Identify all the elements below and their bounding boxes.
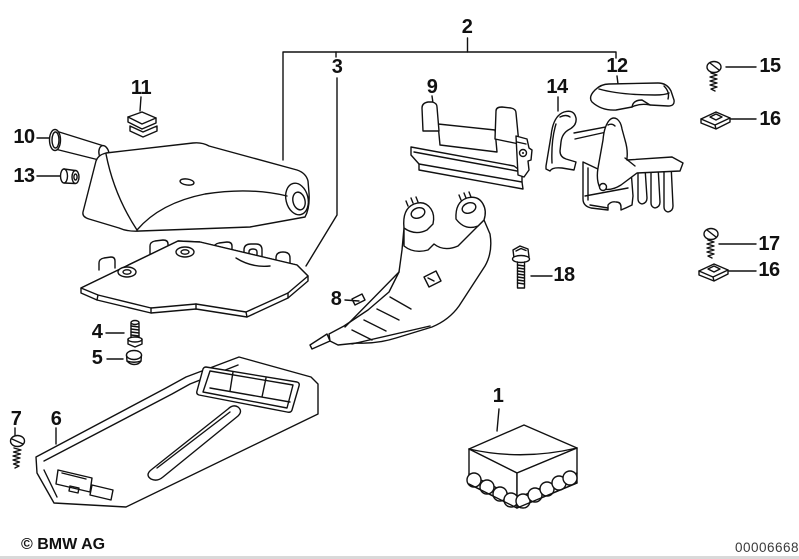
part-screw-4-drawing — [127, 319, 143, 348]
callout-2: 2 — [461, 16, 473, 38]
callout-5: 5 — [91, 347, 103, 369]
callout-11: 11 — [130, 77, 152, 99]
callout-6: 6 — [50, 408, 62, 430]
callout-9: 9 — [426, 76, 438, 98]
copyright-text: © BMW AG — [21, 536, 106, 553]
callout-14: 14 — [546, 76, 568, 98]
part-clip-nut-16a-drawing — [700, 111, 731, 130]
bottom-edge-strip — [0, 556, 799, 559]
part-base-plate-drawing — [80, 239, 309, 318]
callout-7: 7 — [10, 408, 22, 430]
callout-16a: 16 — [759, 108, 781, 130]
part-console-drawing — [35, 356, 319, 508]
part-screw-17-drawing — [703, 227, 719, 259]
diagram-number: 00006668 — [735, 540, 799, 555]
part-bushing-drawing — [59, 168, 80, 185]
callout-13: 13 — [13, 165, 35, 187]
part-bracket-8-drawing — [309, 191, 492, 350]
part-frame-assembly-drawing — [545, 110, 684, 213]
callout-10: 10 — [13, 126, 35, 148]
callout-15: 15 — [759, 55, 781, 77]
callout-17: 17 — [758, 233, 780, 255]
part-clip-11-drawing — [127, 111, 158, 138]
part-screw-15-drawing — [706, 60, 722, 92]
callout-12: 12 — [606, 55, 628, 77]
callout-1: 1 — [492, 385, 504, 407]
part-cover-drawing — [589, 82, 675, 111]
callout-18: 18 — [553, 264, 575, 286]
part-kit-box-drawing — [466, 424, 578, 509]
part-clip-nut-16b-drawing — [698, 263, 729, 282]
callout-3: 3 — [331, 56, 343, 78]
part-cap-5-drawing — [125, 349, 143, 366]
callout-4: 4 — [91, 321, 103, 343]
part-mount-frame-drawing — [410, 101, 533, 190]
part-armrest-lid-drawing — [82, 142, 310, 232]
callout-8: 8 — [330, 288, 342, 310]
callout-leader-lines — [14, 37, 757, 445]
part-screw-7-drawing — [9, 434, 26, 469]
part-bolt-18-drawing — [511, 245, 531, 289]
callout-16b: 16 — [758, 259, 780, 281]
